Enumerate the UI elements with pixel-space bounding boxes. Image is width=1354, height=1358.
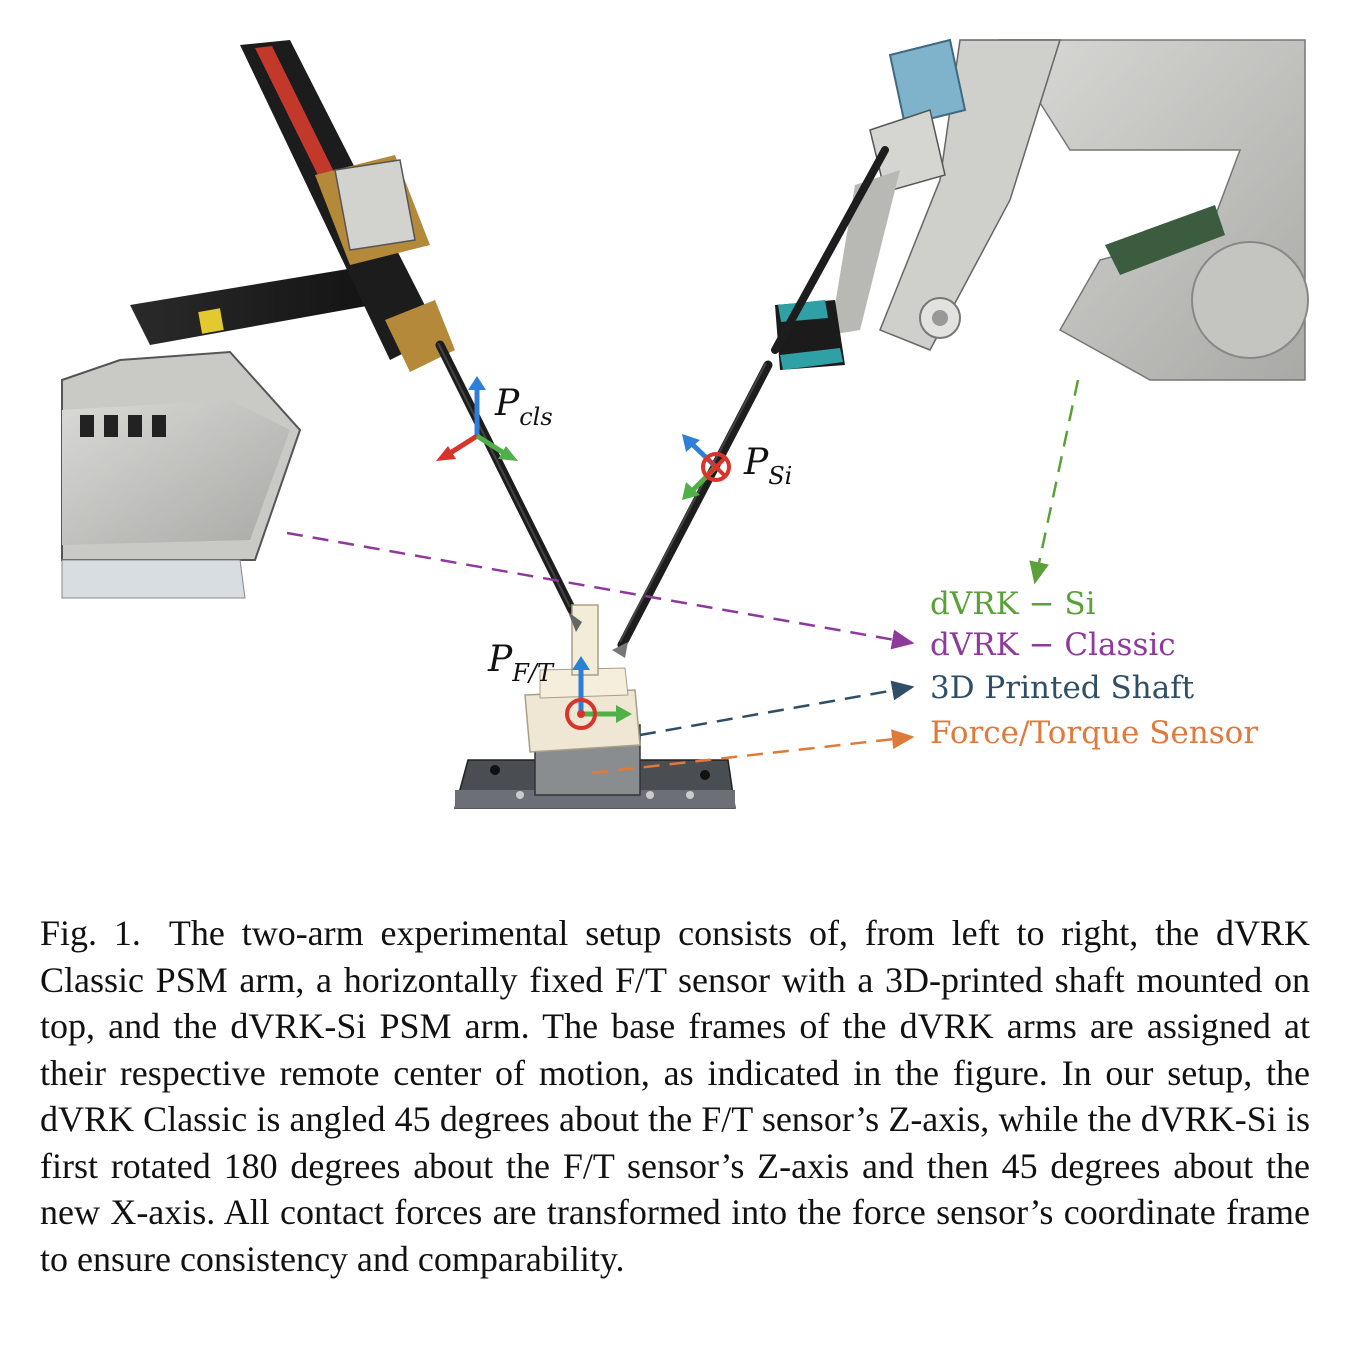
dvrk-classic-arm xyxy=(61,40,577,615)
frame-ft-axes xyxy=(565,656,632,730)
robot-setup-illustration xyxy=(61,38,1309,809)
legend-force-torque-sensor: Force/Torque Sensor xyxy=(930,715,1259,751)
legend-dvrk-si: dVRK − Si xyxy=(930,586,1096,622)
figure-1: Pcls PSi PF/T dVRK − Si dVRK − Classic 3… xyxy=(61,38,1309,809)
figure-caption: Fig. 1.The two-arm experimental setup co… xyxy=(40,910,1310,1282)
dvrk-si-arm xyxy=(617,38,1309,650)
caption-label: Fig. 1. xyxy=(40,913,141,953)
caption-text: The two-arm experimental setup consists … xyxy=(40,913,1310,1279)
legend-dvrk-classic: dVRK − Classic xyxy=(930,627,1176,663)
frame-classic-axes xyxy=(436,376,518,461)
frame-label-classic: Pcls xyxy=(495,383,553,431)
legend-leader-lines xyxy=(286,379,1080,775)
frame-label-si: PSi xyxy=(744,442,793,490)
legend-3d-printed-shaft: 3D Printed Shaft xyxy=(930,670,1195,706)
frame-si-axes xyxy=(682,434,731,500)
frame-label-ft: PF/T xyxy=(488,639,553,687)
